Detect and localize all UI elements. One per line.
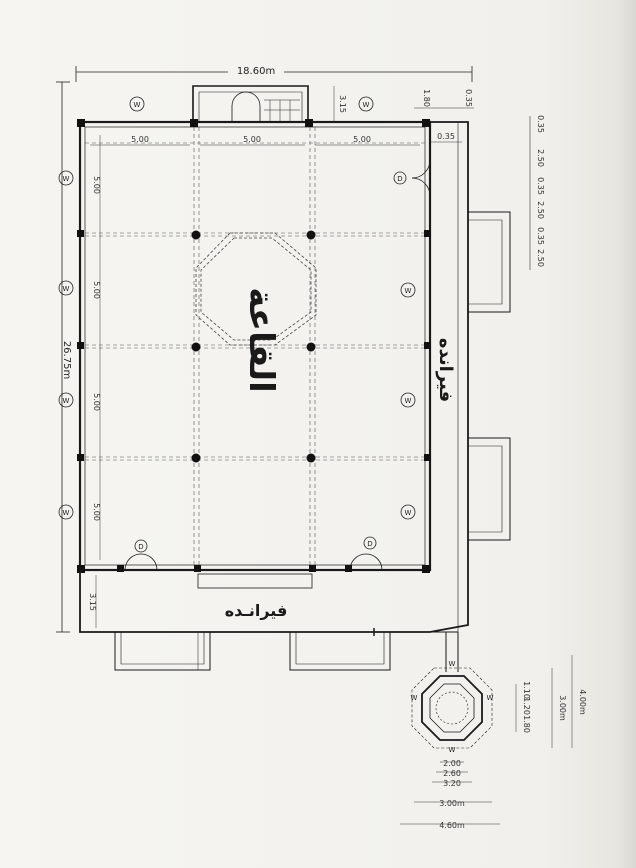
mihrab-niche <box>192 85 309 122</box>
top-small-dim-1: 1.80 <box>422 89 431 107</box>
right-dimension-chain: 0.35 2.50 0.35 2.50 0.35 2.50 <box>529 115 545 270</box>
svg-text:2.60: 2.60 <box>443 769 461 778</box>
bay-dimensions: 5.00 5.00 5.00 5.00 5.00 5.00 5.00 3.15 <box>88 135 420 628</box>
svg-text:2.00: 2.00 <box>443 759 461 768</box>
window-mark: W <box>358 96 374 112</box>
door-mark-3: D <box>393 171 407 185</box>
window-marks: W W W W W W W W W <box>58 96 416 520</box>
bay-dim-top-1: 5.00 <box>131 135 149 144</box>
overall-width-label: 18.60m <box>237 66 275 77</box>
minaret-plan <box>411 667 493 749</box>
bay-dim-top-2: 5.00 <box>243 135 261 144</box>
corner-dim: 0.35 <box>437 132 455 141</box>
svg-text:W: W <box>63 175 70 183</box>
window-mark: W <box>400 282 416 298</box>
svg-text:W: W <box>405 397 412 405</box>
svg-text:2.50: 2.50 <box>536 149 545 167</box>
svg-text:D: D <box>138 543 143 551</box>
columns <box>77 119 431 573</box>
minaret-window-marks: W W W W <box>411 660 494 754</box>
svg-text:W: W <box>487 694 494 702</box>
door-mark-1: D <box>134 539 148 553</box>
bay-dim-top-3: 5.00 <box>353 135 371 144</box>
window-mark: W <box>400 504 416 520</box>
svg-text:3.20: 3.20 <box>443 779 461 788</box>
door-mark-2: D <box>363 536 377 550</box>
svg-text:W: W <box>134 101 141 109</box>
svg-text:1.20: 1.20 <box>522 697 531 715</box>
window-mark: W <box>58 504 74 520</box>
bottom-verandah-label: فيرانـده <box>225 601 288 620</box>
svg-text:W: W <box>363 101 370 109</box>
top-small-dim-2: 0.35 <box>464 89 473 107</box>
door-marks: D D D <box>134 171 407 553</box>
minaret-dimensions: 2.00 2.60 3.20 3.00m 4.60m 1.10 1.20 1.8… <box>400 655 587 830</box>
svg-text:W: W <box>405 509 412 517</box>
bay-dim-left-4: 5.00 <box>92 503 101 521</box>
svg-text:0.35: 0.35 <box>536 115 545 133</box>
window-mark: W <box>58 280 74 296</box>
bay-dim-left-1: 5.00 <box>92 176 101 194</box>
svg-text:W: W <box>63 397 70 405</box>
svg-text:W: W <box>449 660 456 668</box>
svg-text:0.35: 0.35 <box>536 177 545 195</box>
bottom-verandah <box>79 570 430 671</box>
central-dome-octagon <box>195 232 317 346</box>
overall-length-label: 26.75m <box>61 341 72 379</box>
overall-width-dimension: 18.60m <box>75 64 473 82</box>
window-mark: W <box>58 392 74 408</box>
svg-text:W: W <box>411 694 418 702</box>
svg-text:2.50: 2.50 <box>536 201 545 219</box>
doors <box>124 159 431 571</box>
svg-text:3.00m: 3.00m <box>439 799 465 808</box>
svg-text:0.35: 0.35 <box>536 227 545 245</box>
svg-text:W: W <box>63 285 70 293</box>
svg-text:W: W <box>449 746 456 754</box>
svg-text:W: W <box>63 509 70 517</box>
overall-length-dimension: 26.75m <box>56 81 72 633</box>
porch-depth-dim: 3.15 <box>88 593 97 611</box>
top-small-dimensions: 3.15 1.80 0.35 0.35 <box>333 86 474 143</box>
svg-text:4.00m: 4.00m <box>578 689 587 715</box>
bay-dim-left-3: 5.00 <box>92 393 101 411</box>
svg-text:W: W <box>405 287 412 295</box>
window-mark: W <box>400 392 416 408</box>
svg-text:D: D <box>367 540 372 548</box>
right-verandah-label: فيرانده <box>435 338 456 402</box>
svg-text:D: D <box>397 175 402 183</box>
window-mark: W <box>129 96 145 112</box>
stair-dim: 3.15 <box>338 95 347 113</box>
svg-text:1.10: 1.10 <box>522 681 531 699</box>
svg-text:1.80: 1.80 <box>522 715 531 733</box>
window-mark: W <box>58 170 74 186</box>
hall-label: القاعة <box>241 287 281 393</box>
svg-text:3.00m: 3.00m <box>558 695 567 721</box>
svg-text:2.50: 2.50 <box>536 249 545 267</box>
svg-text:4.60m: 4.60m <box>439 821 465 830</box>
bay-dim-left-2: 5.00 <box>92 281 101 299</box>
right-verandah <box>429 121 511 672</box>
